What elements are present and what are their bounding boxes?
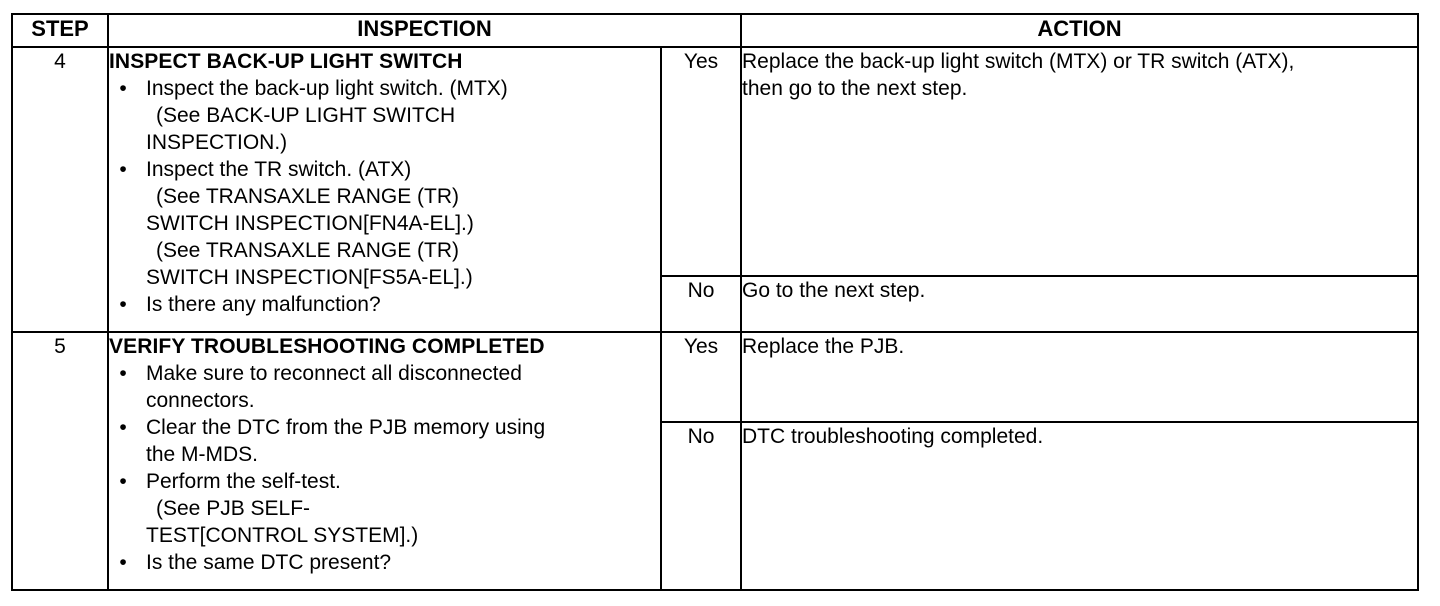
action-line: Replace the back-up light switch (MTX) o… (742, 50, 1295, 73)
action-line: Replace the PJB. (742, 335, 905, 358)
bullet-line: (See PJB SELF- (156, 497, 311, 520)
bullet-icon: • (119, 551, 127, 574)
procedure-table: STEP INSPECTION ACTION 4 INSPECT BACK-UP… (11, 13, 1419, 591)
bullet-line: (See TRANSAXLE RANGE (TR) (156, 185, 460, 208)
yes-action: Replace the back-up light switch (MTX) o… (740, 46, 1419, 277)
bullet-icon: • (119, 362, 127, 385)
bullet-line: Perform the self-test. (146, 470, 341, 493)
action-line: Go to the next step. (742, 279, 926, 302)
no-label: No (660, 421, 742, 591)
no-label: No (660, 275, 742, 333)
inspection-title: VERIFY TROUBLESHOOTING COMPLETED (109, 335, 545, 358)
bullet-icon: • (119, 470, 127, 493)
step-row-4-yes: 4 INSPECT BACK-UP LIGHT SWITCH • Inspect… (11, 46, 1419, 333)
bullet-icon: • (119, 293, 127, 316)
bullet-line: TEST[CONTROL SYSTEM].) (146, 524, 419, 547)
bullet-line: Is the same DTC present? (146, 551, 392, 574)
header-inspection: INSPECTION (107, 13, 742, 48)
inspection-cell: VERIFY TROUBLESHOOTING COMPLETED • Make … (107, 331, 662, 591)
header-step: STEP (11, 13, 109, 48)
bullet-item: • Is there any malfunction? (109, 291, 660, 318)
step-number: 5 (11, 331, 109, 591)
bullet-line: (See TRANSAXLE RANGE (TR) (156, 239, 460, 262)
yes-label: Yes (660, 331, 742, 423)
bullet-item: • Is the same DTC present? (109, 549, 660, 576)
header-action: ACTION (740, 13, 1419, 48)
bullet-icon: • (119, 416, 127, 439)
bullet-line: the M-MDS. (146, 443, 259, 466)
bullet-line: (See BACK-UP LIGHT SWITCH (156, 104, 456, 127)
header-row: STEP INSPECTION ACTION (11, 13, 1419, 48)
inspection-bullets: • Make sure to reconnect all disconnecte… (109, 360, 660, 576)
bullet-icon: • (119, 158, 127, 181)
action-line: DTC troubleshooting completed. (742, 425, 1044, 448)
bullet-line: SWITCH INSPECTION[FS5A-EL].) (146, 266, 473, 289)
step-row-4-no: No Go to the next step. (12, 275, 1419, 333)
no-action: DTC troubleshooting completed. (740, 421, 1419, 591)
step-row-5-no: No DTC troubleshooting completed. (12, 421, 1419, 591)
bullet-item: • Perform the self-test. (See PJB SELF- … (109, 468, 660, 549)
step-number: 4 (11, 46, 109, 333)
yes-action: Replace the PJB. (740, 331, 1419, 423)
bullet-line: connectors. (146, 389, 255, 412)
yes-label: Yes (660, 46, 742, 277)
bullet-icon: • (119, 77, 127, 100)
inspection-title: INSPECT BACK-UP LIGHT SWITCH (109, 50, 463, 73)
step-row-5-yes: 5 VERIFY TROUBLESHOOTING COMPLETED • Mak… (11, 331, 1419, 591)
bullet-line: Inspect the back-up light switch. (MTX) (146, 77, 508, 100)
bullet-line: INSPECTION.) (146, 131, 288, 154)
bullet-line: Is there any malfunction? (146, 293, 381, 316)
no-action: Go to the next step. (740, 275, 1419, 333)
bullet-line: Clear the DTC from the PJB memory using (146, 416, 546, 439)
bullet-item: • Clear the DTC from the PJB memory usin… (109, 414, 660, 468)
inspection-bullets: • Inspect the back-up light switch. (MTX… (109, 75, 660, 318)
action-line: then go to the next step. (742, 77, 968, 100)
inspection-cell: INSPECT BACK-UP LIGHT SWITCH • Inspect t… (107, 46, 662, 333)
bullet-item: • Make sure to reconnect all disconnecte… (109, 360, 660, 414)
bullet-item: • Inspect the back-up light switch. (MTX… (109, 75, 660, 156)
bullet-item: • Inspect the TR switch. (ATX) (See TRAN… (109, 156, 660, 291)
bullet-line: SWITCH INSPECTION[FN4A-EL].) (146, 212, 474, 235)
bullet-line: Inspect the TR switch. (ATX) (146, 158, 412, 181)
bullet-line: Make sure to reconnect all disconnected (146, 362, 522, 385)
